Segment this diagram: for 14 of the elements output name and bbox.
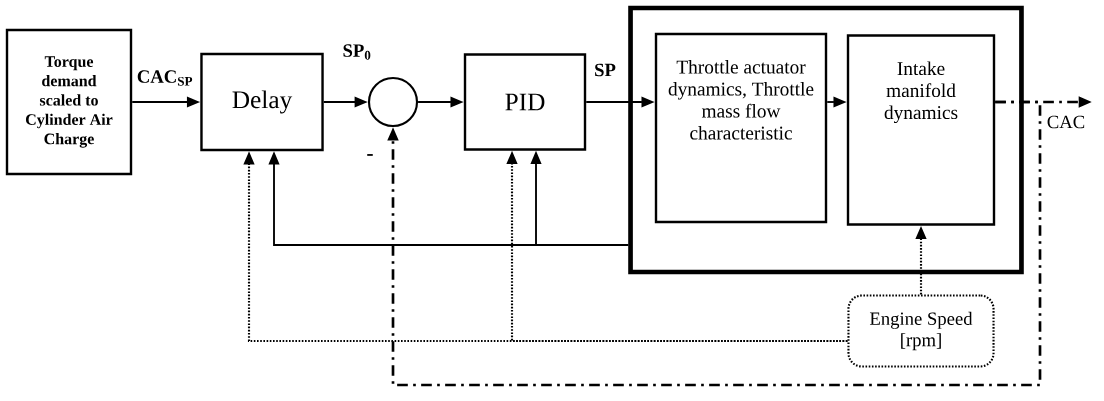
minus-sign: - bbox=[367, 154, 373, 156]
summing-junction bbox=[367, 76, 419, 128]
edge-label: SP bbox=[592, 62, 618, 78]
edge-label: CAC bbox=[1045, 114, 1087, 130]
block-box: Intake manifold dynamics bbox=[846, 34, 996, 226]
block-box: Throttle actuator dynamics, Throttle mass flow characteristic bbox=[654, 32, 828, 224]
block-box: Torque demand scaled to Cylinder Air Charge bbox=[5, 28, 133, 176]
sensor-box: Engine Speed [rpm] bbox=[847, 294, 995, 368]
plant-box bbox=[628, 5, 1024, 275]
edge-label: SP$_{0}$ bbox=[341, 43, 373, 61]
arrow bbox=[387, 100, 1042, 387]
edge-label: CAC$_{SP}$ bbox=[135, 69, 195, 87]
block-box: PID bbox=[463, 53, 587, 151]
block-box: Delay bbox=[200, 52, 324, 152]
